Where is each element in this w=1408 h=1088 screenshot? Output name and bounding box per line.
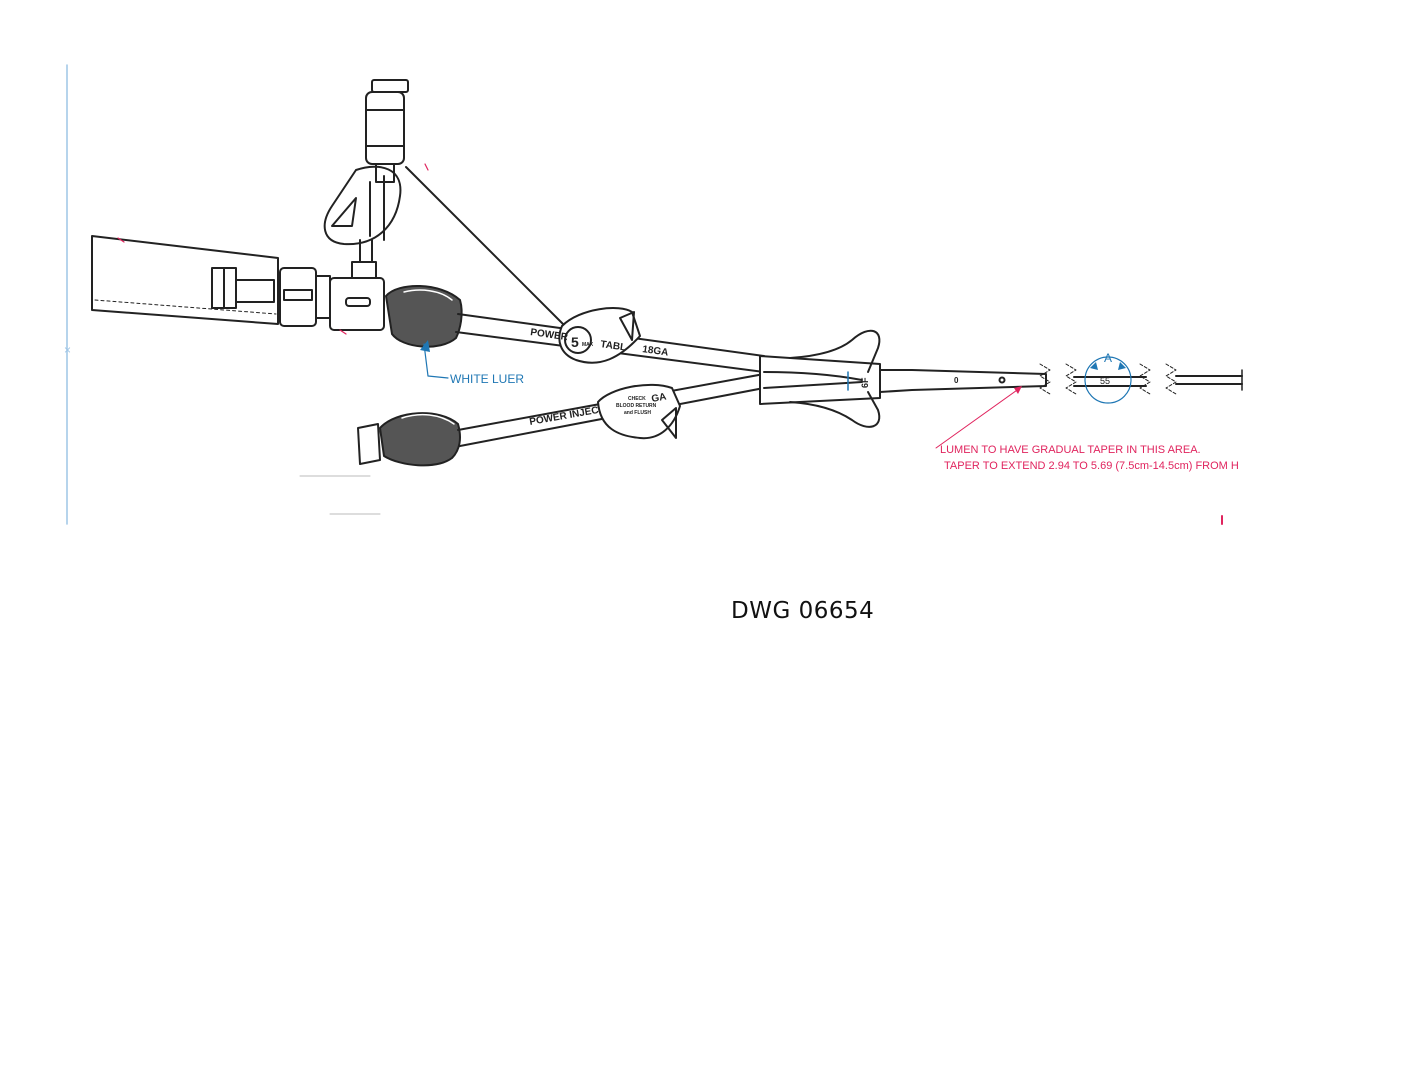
lumen-note-line-2: TAPER TO EXTEND 2.94 TO 5.69 (7.5cm-14.5… bbox=[944, 460, 1239, 472]
clamp-badge-number: 5 bbox=[571, 334, 579, 350]
lumen-taper-leader bbox=[935, 387, 1021, 449]
protective-sleeve bbox=[91, 235, 279, 325]
detail-a-circle bbox=[1084, 356, 1132, 404]
lower-tube-print: POWER INJEC bbox=[529, 405, 600, 428]
sleeve-connector bbox=[211, 267, 275, 309]
top-slide-clamp bbox=[323, 165, 402, 246]
lower-luer-connector bbox=[357, 412, 461, 467]
white-luer-callout: WHITE LUER bbox=[450, 372, 524, 386]
white-luer-leader bbox=[423, 343, 449, 379]
lower-clamp-text-3: and FLUSH bbox=[624, 410, 651, 416]
lower-gauge-print: GA bbox=[651, 392, 668, 405]
upper-tube-print: POWER bbox=[530, 327, 570, 343]
drawing-number-caption: DWG 06654 bbox=[731, 598, 875, 624]
catheter-shaft bbox=[879, 369, 1047, 393]
upper-tab-print: TABL bbox=[600, 339, 627, 354]
junction-hub bbox=[759, 329, 881, 428]
svg-text:×: × bbox=[64, 343, 71, 357]
lower-clamp-text-1: CHECK bbox=[628, 396, 646, 402]
stem-collar bbox=[351, 261, 377, 279]
clamp-badge bbox=[564, 326, 592, 354]
lower-clamp-text-2: BLOOD RETURN bbox=[616, 403, 657, 409]
break-marks bbox=[1039, 363, 1177, 395]
upper-luer-bulb bbox=[385, 285, 463, 348]
lumen-note-line-1: LUMEN TO HAVE GRADUAL TAPER IN THIS AREA… bbox=[940, 444, 1201, 456]
upper-clamp bbox=[558, 307, 641, 364]
hub-size-print: 6F bbox=[860, 377, 870, 388]
central-cap bbox=[279, 267, 385, 331]
detail-letter: A bbox=[1104, 351, 1112, 365]
catheter-drawing: × POWER TABL 18GA 5 MAX POWER INJEC GA C… bbox=[64, 64, 1243, 525]
length-value: 55 bbox=[1100, 376, 1110, 386]
clamp-badge-text: MAX bbox=[582, 342, 594, 348]
lower-clamp bbox=[597, 383, 681, 440]
depth-mark: 0 bbox=[954, 376, 959, 385]
upper-gauge-print: 18GA bbox=[642, 344, 669, 359]
guidewire bbox=[405, 166, 573, 334]
